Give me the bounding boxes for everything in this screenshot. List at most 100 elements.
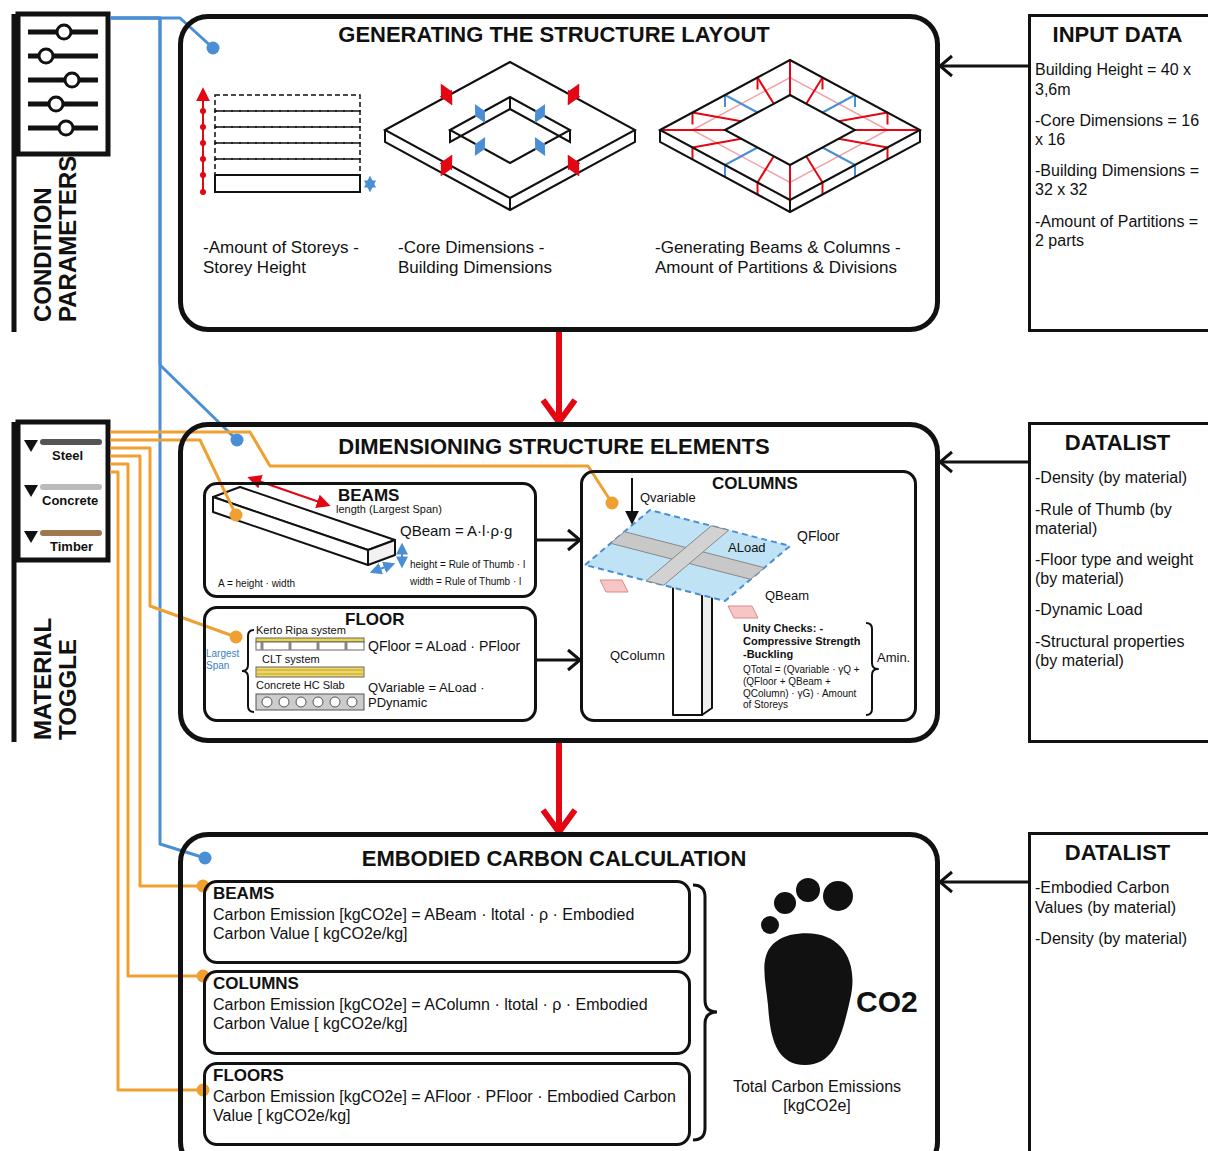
connector	[940, 881, 1028, 884]
carbon-figure	[761, 916, 779, 934]
data-panel: DATALIST-Embodied Carbon Values (by mate…	[1028, 832, 1208, 1151]
box-heading: COLUMNS	[712, 474, 812, 494]
box-text: -Floor type and weight (by material)	[1035, 550, 1200, 588]
structure-grid	[660, 60, 920, 200]
storey-stack	[200, 108, 206, 114]
box-heading: BEAMS	[213, 884, 413, 904]
connector	[110, 18, 205, 858]
core-plan	[476, 139, 484, 154]
formula-box: FLOORSCarbon Emission [kgCO2e] = AFloor …	[203, 1062, 691, 1146]
slider-icon	[39, 49, 53, 63]
structure-grid	[789, 60, 791, 95]
structure-grid	[839, 139, 888, 148]
connector-dot	[207, 42, 220, 55]
connector-dot	[199, 852, 212, 865]
storey-stack	[200, 156, 206, 162]
connector-dot	[230, 509, 243, 522]
formula-box: COLUMNSCarbon Emission [kgCO2e] = AColum…	[203, 970, 691, 1055]
floor-slabs	[262, 642, 346, 650]
core-plan	[569, 157, 578, 174]
formula-box: BEAMSCarbon Emission [kgCO2e] = ABeam · …	[203, 880, 691, 964]
box-text: -Amount of Partitions = 2 parts	[1035, 212, 1200, 250]
structure-grid	[758, 78, 774, 104]
connector	[940, 65, 1028, 68]
core-plan	[536, 139, 544, 154]
floor-slabs	[256, 670, 364, 674]
box-text: Unity Checks: -Compressive Strength -Buc…	[743, 622, 865, 661]
storey-stack	[200, 172, 206, 178]
connector-dot	[230, 631, 243, 644]
box-text: Concrete HC Slab	[256, 679, 366, 692]
box-text: Qvariable	[640, 490, 715, 505]
structure-grid	[887, 113, 889, 125]
core-plan	[536, 106, 544, 121]
connector	[110, 464, 203, 976]
slider-icon	[18, 14, 108, 154]
box-text: Amin.	[877, 650, 915, 665]
box-text: -Core Dimensions = 16 x 16	[1035, 111, 1200, 149]
structure-grid	[692, 148, 694, 160]
floor-slabs	[262, 697, 357, 707]
floor-slabs	[242, 630, 364, 712]
core-plan	[569, 86, 578, 103]
box-text: CLT system	[262, 653, 357, 666]
beam-figure	[368, 540, 395, 565]
structure-grid	[725, 95, 855, 165]
box-text: Carbon Emission [kgCO2e] = ABeam · ltota…	[213, 906, 683, 944]
storey-stack	[200, 108, 206, 195]
core-plan	[450, 97, 570, 142]
structure-grid	[724, 165, 726, 177]
column-figure	[646, 526, 728, 585]
structure-grid	[692, 113, 694, 125]
box-text: QTotal = (Qvariable · γQ + (QFloor + QBe…	[743, 664, 865, 711]
storey-stack	[215, 159, 360, 175]
floor-slabs	[313, 697, 323, 707]
floor-slabs	[296, 697, 306, 707]
box-outline	[178, 14, 940, 332]
box-text: Carbon Emission [kgCO2e] = AColumn · lto…	[213, 996, 683, 1034]
floor-slabs	[256, 694, 364, 710]
column-figure	[600, 580, 628, 592]
box-text: height = Rule of Thumb · l	[410, 559, 535, 571]
connector-dot	[197, 970, 210, 983]
column-figure	[866, 623, 878, 715]
connector	[940, 461, 1028, 464]
box-text: QColumn	[610, 648, 670, 663]
box-heading: COLUMNS	[213, 974, 413, 994]
box-heading: EMBODIED CARBON CALCULATION	[178, 846, 930, 872]
storey-stack	[215, 175, 360, 192]
element-box: BEAMSlength (Largest Span)QBeam = A·l·ρ·…	[203, 482, 537, 598]
storey-stack	[215, 111, 360, 127]
data-panel: DATALIST-Density (by material)-Rule of T…	[1028, 422, 1208, 743]
carbon-figure	[823, 881, 853, 911]
column-figure	[728, 606, 758, 618]
element-box: FLOORKerto Ripa systemCLT systemConcrete…	[203, 606, 537, 722]
box-text: length (Largest Span)	[336, 503, 471, 516]
structure-grid	[855, 129, 920, 131]
structure-grid	[839, 113, 888, 122]
structure-grid	[806, 156, 822, 182]
process-box: GENERATING THE STRUCTURE LAYOUT-Amount o…	[178, 14, 940, 332]
box-text: QBeam = A·l·ρ·g	[400, 522, 534, 540]
toggle-icon	[18, 422, 108, 560]
structure-grid	[823, 95, 856, 113]
floor-slabs	[242, 630, 254, 712]
connector	[556, 743, 562, 832]
box-heading: FLOORS	[213, 1066, 413, 1086]
box-heading: MATERIAL TOGGLE	[30, 590, 80, 740]
slider-icon	[65, 73, 79, 87]
box-text: A = height · width	[218, 578, 338, 590]
toggle-icon	[40, 439, 102, 445]
connector-dot	[197, 1084, 210, 1097]
box-text: ALoad	[728, 540, 773, 555]
box-text: QFloor	[797, 528, 859, 545]
box-text: Steel	[52, 448, 106, 463]
beam-figure	[250, 478, 328, 505]
structure-grid	[693, 139, 742, 148]
box-text: -Rule of Thumb (by material)	[1035, 500, 1200, 538]
box-text: -Amount of Storeys -Storey Height	[203, 238, 378, 278]
storey-stack	[200, 140, 206, 146]
slider-icon	[57, 25, 71, 39]
process-box: DIMENSIONING STRUCTURE ELEMENTSBEAMSleng…	[178, 422, 940, 743]
